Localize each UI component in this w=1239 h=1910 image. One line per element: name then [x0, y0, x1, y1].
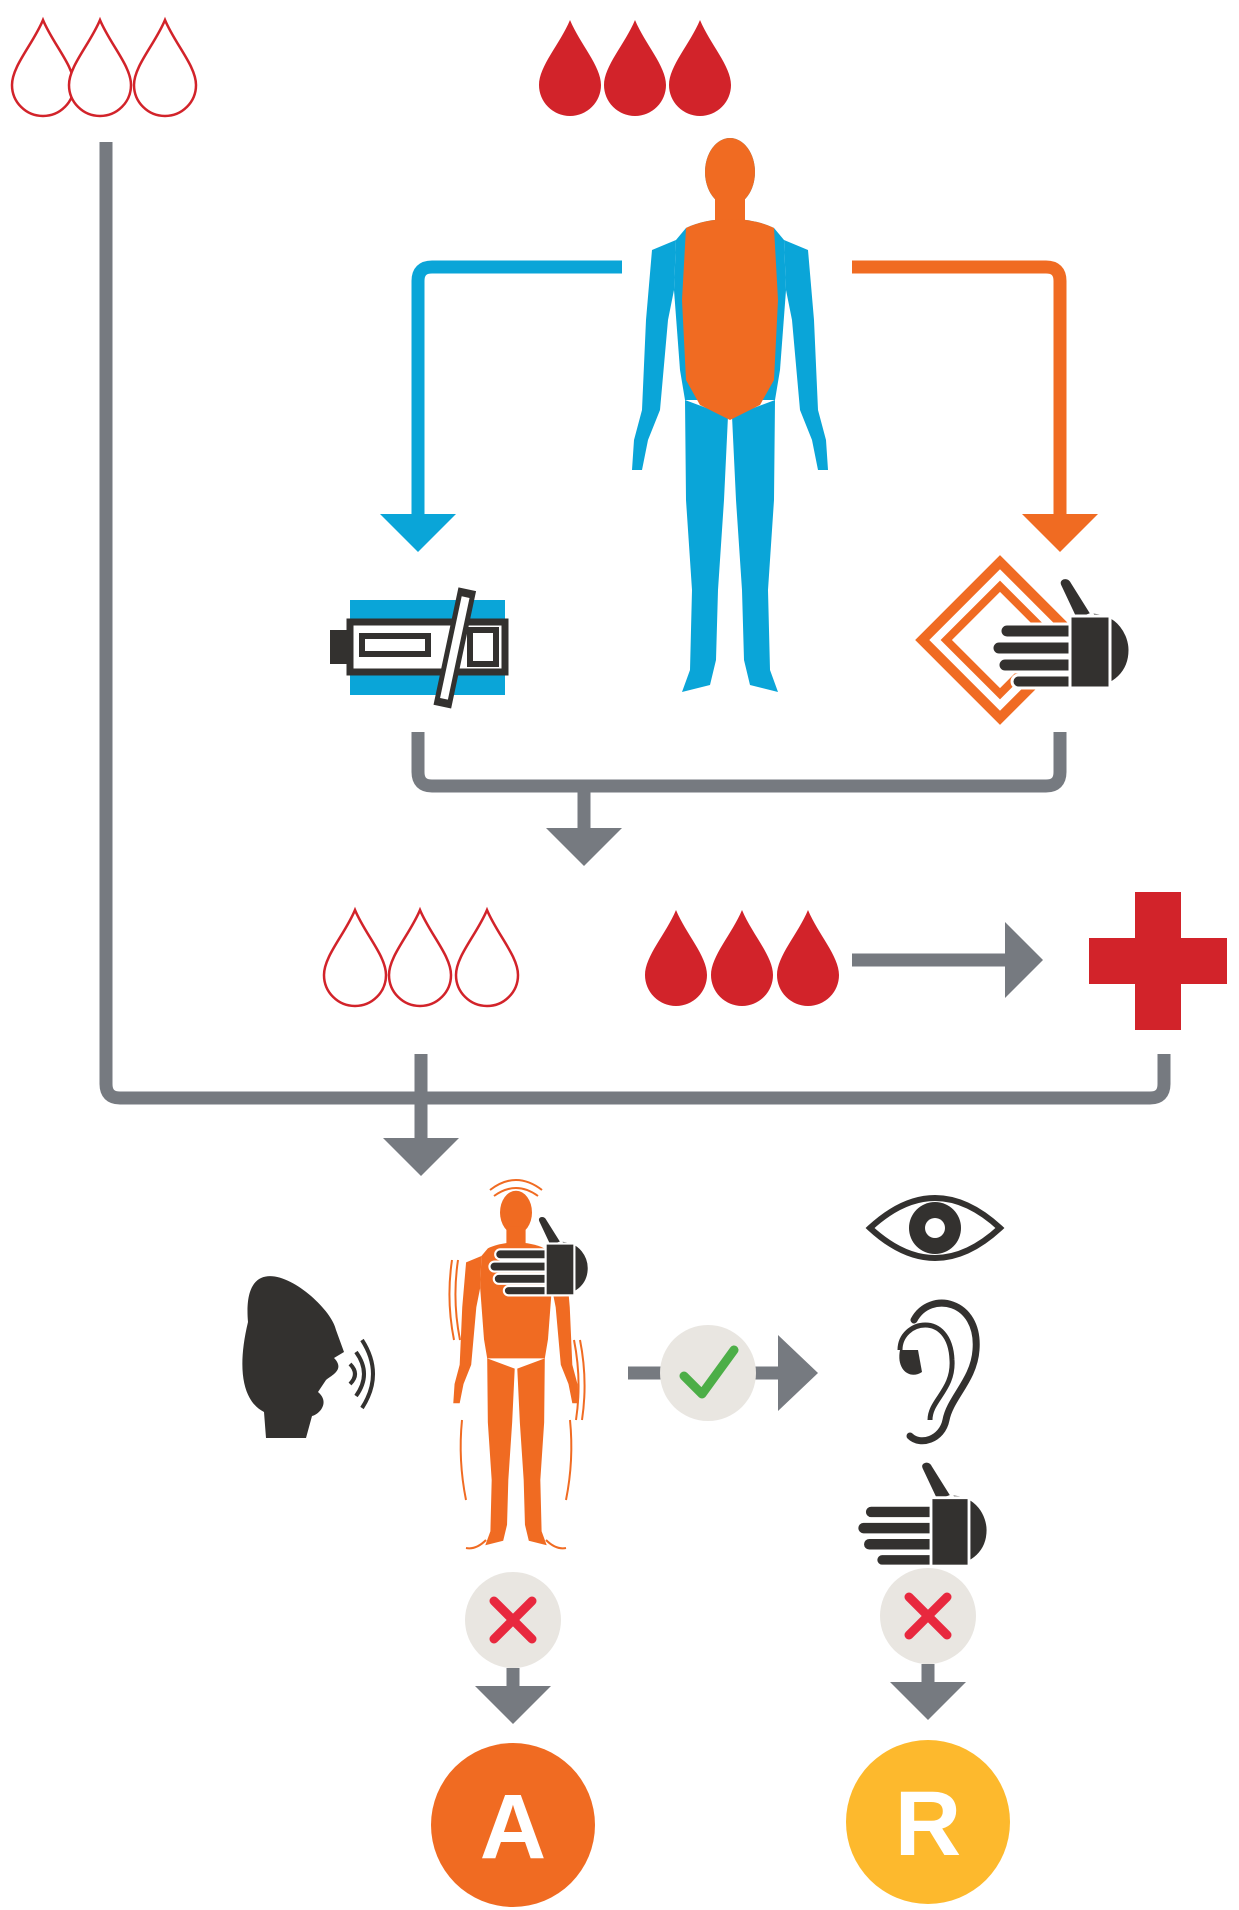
unresponsive-patient-x — [465, 1572, 561, 1724]
arrow-to-tourniquet — [380, 267, 622, 552]
merge-arrow-treatments — [418, 732, 1060, 830]
body-figure — [632, 138, 828, 692]
outcome-a-label: A — [480, 1776, 546, 1878]
shaking-patient-icon — [449, 1180, 588, 1548]
responsive-check-arrow — [628, 1325, 818, 1421]
filled-drops-top — [539, 20, 731, 116]
eye-icon — [870, 1198, 1000, 1258]
arrow-to-pressure — [852, 267, 1098, 552]
filled-drops-middle — [645, 910, 839, 1006]
ear-icon — [899, 1303, 976, 1441]
speaking-head-icon — [242, 1276, 373, 1438]
bus-arrow-head — [383, 1138, 459, 1176]
empty-drops-middle — [324, 910, 518, 1006]
arrow-to-medical-help — [852, 922, 1043, 998]
empty-drops-top-left — [12, 20, 196, 116]
merge-arrow-head — [546, 828, 622, 866]
tourniquet-icon — [330, 587, 505, 708]
hand-pressing-dressing-icon — [915, 555, 1130, 725]
red-cross-icon — [1089, 892, 1227, 1030]
outcome-r-label: R — [895, 1773, 961, 1875]
hand-icon — [857, 1461, 988, 1566]
unresponsive-stimuli-x — [880, 1568, 976, 1720]
